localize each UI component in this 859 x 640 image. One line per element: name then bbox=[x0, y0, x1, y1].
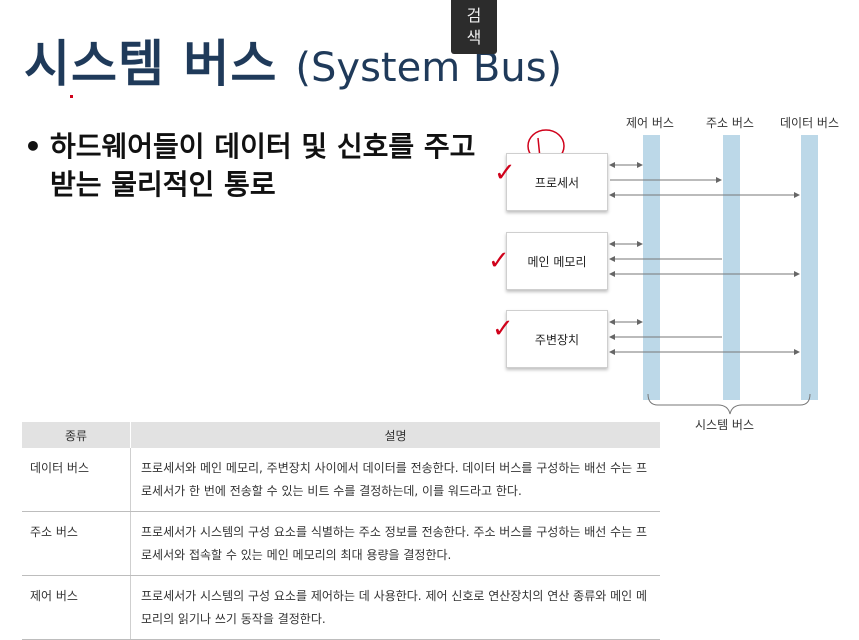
row-description: 프로세서와 메인 메모리, 주변장치 사이에서 데이터를 전송한다. 데이터 버… bbox=[130, 448, 660, 512]
control-bus-bar bbox=[643, 135, 660, 400]
system-bus-diagram: 제어 버스 주소 버스 데이터 버스 bbox=[488, 108, 850, 438]
row-type: 제어 버스 bbox=[22, 575, 131, 640]
header-description: 설명 bbox=[130, 422, 660, 448]
system-bus-bracket bbox=[647, 393, 811, 415]
bus-label-control: 제어 버스 bbox=[626, 116, 674, 130]
peripheral-label: 주변장치 bbox=[534, 332, 580, 347]
red-dot-mark bbox=[70, 95, 73, 98]
table-row: 제어 버스 프로세서가 시스템의 구성 요소를 제어하는 데 사용한다. 제어 … bbox=[22, 575, 660, 640]
bullet-point: • 하드웨어들이 데이터 및 신호를 주고 받는 물리적인 통로 bbox=[24, 128, 494, 204]
row-description: 프로세서가 시스템의 구성 요소를 제어하는 데 사용한다. 제어 신호로 연산… bbox=[130, 575, 660, 640]
bullet-symbol: • bbox=[24, 130, 42, 163]
table-header-row: 종류 설명 bbox=[22, 422, 660, 448]
search-tab-line-1: 검 bbox=[466, 6, 482, 25]
bus-label-address: 주소 버스 bbox=[706, 116, 754, 130]
title-korean: 시스템 버스 bbox=[24, 35, 278, 93]
bus-arrows bbox=[527, 129, 811, 415]
title-english: (System Bus) bbox=[295, 45, 563, 91]
search-tab[interactable]: 검 색 bbox=[451, 0, 497, 54]
main-memory-label: 메인 메모리 bbox=[527, 254, 587, 269]
row-description: 프로세서가 시스템의 구성 요소를 식별하는 주소 정보를 전송한다. 주소 버… bbox=[130, 511, 660, 576]
row-type: 데이터 버스 bbox=[22, 448, 131, 512]
system-bus-bracket-label: 시스템 버스 bbox=[695, 418, 755, 432]
bullet-text: 하드웨어들이 데이터 및 신호를 주고 받는 물리적인 통로 bbox=[50, 130, 476, 201]
checkmark-peripheral: ✓ bbox=[492, 314, 514, 344]
processor-label: 프로세서 bbox=[534, 175, 580, 190]
peripheral-box: 주변장치 bbox=[506, 310, 608, 368]
bus-label-data: 데이터 버스 bbox=[780, 116, 840, 130]
checkmark-processor: ✓ bbox=[494, 158, 516, 188]
search-tab-line-2: 색 bbox=[466, 28, 482, 47]
data-bus-bar bbox=[801, 135, 818, 400]
table-row: 주소 버스 프로세서가 시스템의 구성 요소를 식별하는 주소 정보를 전송한다… bbox=[22, 511, 660, 576]
table-row: 데이터 버스 프로세서와 메인 메모리, 주변장치 사이에서 데이터를 전송한다… bbox=[22, 448, 660, 512]
row-type: 주소 버스 bbox=[22, 511, 131, 576]
checkmark-memory: ✓ bbox=[488, 246, 510, 276]
slide-title: 시스템 버스 (System Bus) bbox=[24, 24, 562, 94]
header-type: 종류 bbox=[22, 422, 131, 448]
address-bus-bar bbox=[723, 135, 740, 400]
bus-types-table: 종류 설명 데이터 버스 프로세서와 메인 메모리, 주변장치 사이에서 데이터… bbox=[22, 422, 660, 640]
processor-box: 프로세서 bbox=[506, 153, 608, 211]
main-memory-box: 메인 메모리 bbox=[506, 232, 608, 290]
